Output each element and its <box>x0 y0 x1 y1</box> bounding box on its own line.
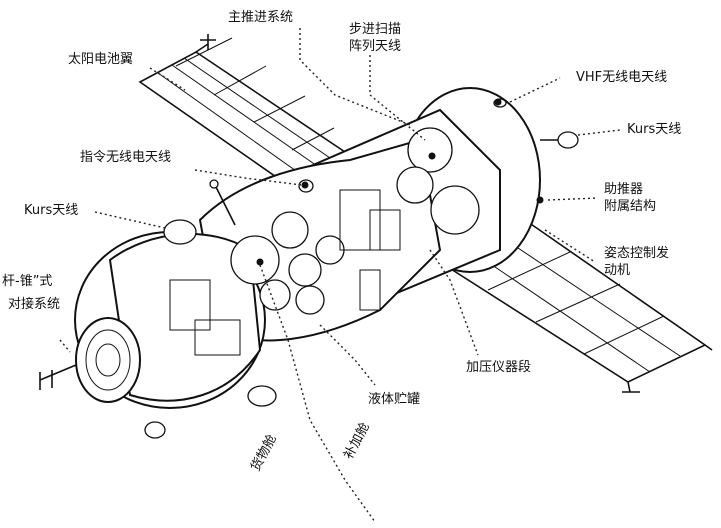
spacecraft-hull <box>39 87 579 439</box>
label-booster-line-2: 附属结构 <box>604 199 657 214</box>
label-docking-line-2: 对接系统 <box>8 297 61 312</box>
label-command-radio-antenna: 指令无线电天线 <box>80 150 172 165</box>
label-main-propulsion: 主推进系统 <box>228 10 294 25</box>
pointer-dot <box>494 98 502 106</box>
solar-wing-left <box>138 34 347 189</box>
label-kurs-antenna-right: Kurs天线 <box>627 122 682 137</box>
pointer-dot <box>256 258 264 266</box>
label-attitude-engine-1: 姿态控制发 <box>604 246 670 261</box>
leader-lines <box>59 28 621 523</box>
label-booster-line-1: 助推器 <box>604 182 644 197</box>
label-vhf-antenna: VHF无线电天线 <box>576 70 668 85</box>
label-docking-line-1: 杆-锥”式 <box>2 274 53 289</box>
label-refuel-module: 补加舱 <box>341 420 373 461</box>
pointer-dot <box>301 181 309 189</box>
label-step-scan-antenna-2: 阵列天线 <box>349 39 402 54</box>
label-kurs-antenna-left: Kurs天线 <box>24 203 79 218</box>
label-pressurized-section: 加压仪器段 <box>466 360 532 375</box>
label-cargo-module: 货物舱 <box>247 432 279 474</box>
label-liquid-tank: 液体贮罐 <box>368 392 421 407</box>
pointer-dot <box>428 152 436 160</box>
label-step-scan-antenna-1: 步进扫描 <box>349 22 402 37</box>
label-attitude-engine-2: 动机 <box>604 263 631 278</box>
pointer-dot <box>536 196 544 204</box>
label-solar-wing: 太阳电池翼 <box>68 52 134 67</box>
